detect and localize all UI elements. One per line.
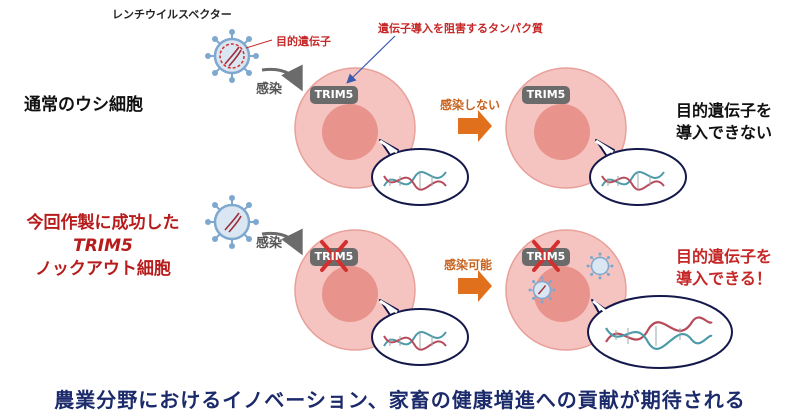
result-knockout: 目的遺伝子を 導入できる！: [676, 246, 772, 290]
inhibitor-protein-label: 遺伝子導入を阻害するタンパク質: [378, 22, 543, 35]
virus-icon: [204, 28, 260, 84]
virus-icon: [204, 194, 260, 250]
result-normal: 目的遺伝子を 導入できない: [676, 100, 772, 144]
result-knockout-line2: 導入できる！: [676, 269, 772, 288]
infection-label: 感染: [256, 82, 283, 97]
virus-icon: [528, 276, 556, 304]
inhibitor-pointer: [346, 35, 396, 84]
infection-arrow: [261, 228, 303, 256]
speech-bubble-4: [587, 295, 733, 369]
result-knockout-line1: 目的遺伝子を: [676, 247, 773, 266]
trim5-badge: TRIM5: [526, 250, 566, 263]
infection-possible-label: 感染可能: [444, 258, 493, 272]
result-normal-line1: 目的遺伝子を: [676, 101, 773, 120]
footer-conclusion: 農業分野におけるイノベーション、家畜の健康増進への貢献が期待される: [54, 388, 746, 412]
vector-label: レンチウイルスベクター: [112, 8, 232, 21]
target-gene-pointer: [245, 39, 273, 49]
knockout-label-line1: 今回作製に成功した: [26, 213, 180, 233]
dna-icon: [383, 171, 447, 191]
trim5-badge: TRIM5: [314, 250, 354, 263]
infection-label: 感染: [256, 236, 283, 251]
knockout-label-gene: TRIM5: [73, 236, 133, 256]
dna-icon: [383, 331, 447, 351]
trim5-badge: TRIM5: [314, 88, 354, 101]
dna-icon: [605, 316, 713, 350]
block-arrow-icon: [458, 110, 492, 142]
infection-arrow: [261, 64, 303, 92]
knockout-label-line3: ノックアウト細胞: [35, 259, 171, 279]
normal-cell-right: [505, 67, 627, 189]
cross-icon: [532, 240, 560, 272]
trim5-badge: TRIM5: [526, 88, 566, 101]
normal-cell-label: 通常のウシ細胞: [24, 95, 143, 115]
target-gene-label: 目的遺伝子: [276, 35, 331, 48]
block-arrow-icon: [458, 270, 492, 302]
virus-icon: [586, 252, 614, 280]
knockout-cell-label: 今回作製に成功した TRIM5 ノックアウト細胞: [8, 212, 198, 281]
no-infection-label: 感染しない: [440, 98, 501, 112]
result-normal-line2: 導入できない: [676, 123, 773, 142]
dna-icon: [601, 171, 665, 191]
cross-icon: [320, 240, 348, 272]
